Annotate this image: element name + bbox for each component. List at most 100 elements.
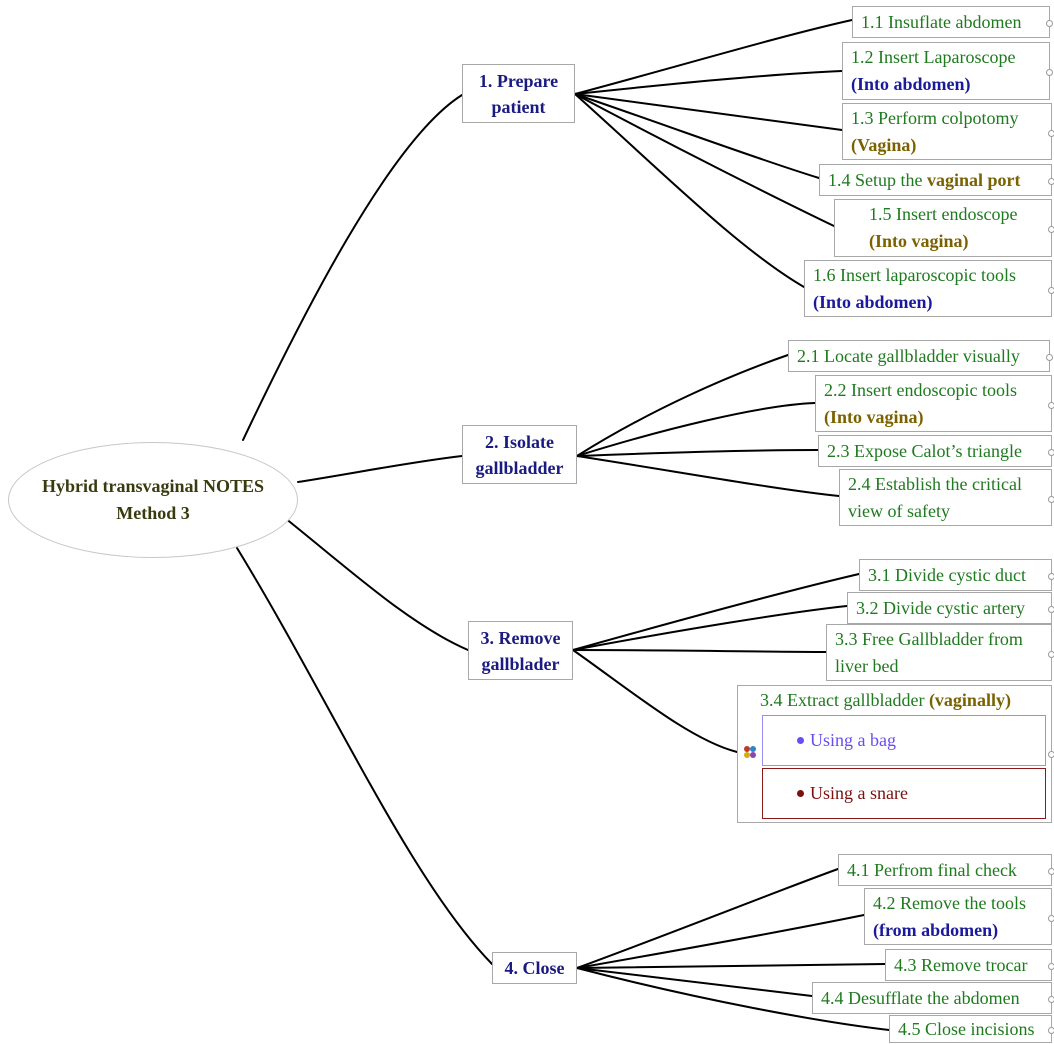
task-text: 3.4 Extract gallbladder xyxy=(760,690,929,710)
task-text-continued: view of safety xyxy=(848,501,950,521)
task-text: 3.3 Free Gallbladder from xyxy=(835,629,1023,649)
connector-b1-t16 xyxy=(574,93,805,288)
root-title-line2: Method 3 xyxy=(116,503,190,523)
collapse-handle-icon[interactable] xyxy=(1048,449,1054,456)
collapse-handle-icon[interactable] xyxy=(1048,573,1054,580)
connector-b2-t24 xyxy=(576,455,840,497)
task-1-2[interactable]: 1.2 Insert Laparoscope (Into abdomen) xyxy=(842,42,1053,100)
task-text: 2.3 Expose Calot’s triangle xyxy=(827,440,1022,461)
task-4-2[interactable]: 4.2 Remove the tools (from abdomen) xyxy=(864,888,1054,945)
collapse-handle-icon[interactable] xyxy=(1048,1027,1054,1034)
task-1-1[interactable]: 1.1 Insuflate abdomen xyxy=(852,6,1053,38)
task-location: (from abdomen) xyxy=(873,920,999,940)
task-3-2[interactable]: 3.2 Divide cystic artery xyxy=(847,592,1054,624)
collapse-handle-icon[interactable] xyxy=(1048,287,1054,294)
task-2-3[interactable]: 2.3 Expose Calot’s triangle xyxy=(818,435,1054,467)
connector-root-b2 xyxy=(297,455,463,483)
branch-label: 4. Close xyxy=(504,958,565,978)
branch-remove-gallbladder[interactable]: 3. Remove gallblader xyxy=(468,621,573,680)
task-text: 2.2 Insert endoscopic tools xyxy=(824,380,1017,400)
collapse-handle-icon[interactable] xyxy=(1048,868,1054,875)
branch-label-line2: gallbladder xyxy=(475,457,564,478)
task-text-continued: liver bed xyxy=(835,656,899,676)
bullet-icon xyxy=(797,737,804,744)
connector-b4-t41 xyxy=(576,868,839,969)
collapse-handle-icon[interactable] xyxy=(1048,130,1054,137)
task-2-1[interactable]: 2.1 Locate gallbladder visually xyxy=(788,340,1053,372)
branch-prepare-patient[interactable]: 1. Prepare patient xyxy=(462,64,575,123)
task-emphasis: vaginal port xyxy=(927,169,1021,190)
collapse-handle-icon[interactable] xyxy=(1048,651,1054,658)
connector-b2-t21 xyxy=(576,354,789,457)
task-3-1[interactable]: 3.1 Divide cystic duct xyxy=(859,559,1054,591)
task-text: 1.6 Insert laparoscopic tools xyxy=(813,265,1016,285)
task-text: 1.1 Insuflate abdomen xyxy=(861,11,1022,32)
connector-root-b4 xyxy=(236,547,493,965)
collapse-handle-icon[interactable] xyxy=(1046,69,1053,76)
option-text: Using a bag xyxy=(810,730,896,750)
task-4-3[interactable]: 4.3 Remove trocar xyxy=(885,949,1054,981)
branch-label-line1: 3. Remove xyxy=(480,627,561,648)
task-4-1[interactable]: 4.1 Perfrom final check xyxy=(838,854,1054,886)
task-text: 1.4 Setup the xyxy=(828,169,927,190)
task-emphasis: (vaginally) xyxy=(928,690,1011,710)
task-text: 4.5 Close incisions xyxy=(898,1018,1035,1039)
collapse-handle-icon[interactable] xyxy=(1048,915,1054,922)
connector-b1-t13 xyxy=(574,93,843,131)
collapse-handle-icon[interactable] xyxy=(1046,354,1053,361)
task-text: 1.3 Perform colpotomy xyxy=(851,108,1019,128)
task-location: (Into vagina) xyxy=(824,407,924,427)
task-location: (Into abdomen) xyxy=(813,292,933,312)
connector-b4-t43 xyxy=(576,963,886,969)
branch-label-line1: 1. Prepare xyxy=(478,70,559,91)
task-text: 2.1 Locate gallbladder visually xyxy=(797,345,1020,366)
task-1-6[interactable]: 1.6 Insert laparoscopic tools (Into abdo… xyxy=(804,260,1054,317)
task-1-5[interactable]: 1.5 Insert endoscope (Into vagina) xyxy=(834,199,1054,257)
root-node[interactable]: Hybrid transvaginal NOTES Method 3 xyxy=(8,442,298,558)
connector-b4-t42 xyxy=(576,914,865,969)
task-text: 1.2 Insert Laparoscope xyxy=(851,47,1016,67)
option-using-a-bag[interactable]: Using a bag xyxy=(762,715,1046,766)
task-text: 1.5 Insert endoscope xyxy=(869,204,1018,224)
collapse-handle-icon[interactable] xyxy=(1048,606,1054,613)
branch-label-line1: 2. Isolate xyxy=(485,431,554,452)
branch-close[interactable]: 4. Close xyxy=(492,952,577,984)
task-text: 3.1 Divide cystic duct xyxy=(868,564,1026,585)
connector-b1-t14 xyxy=(574,93,820,179)
collapse-handle-icon[interactable] xyxy=(1048,226,1054,233)
task-2-2[interactable]: 2.2 Insert endoscopic tools (Into vagina… xyxy=(815,375,1054,432)
connector-b3-t34 xyxy=(572,649,738,753)
task-4-4[interactable]: 4.4 Desufflate the abdomen xyxy=(812,982,1054,1014)
connector-b1-t15 xyxy=(574,93,835,227)
task-1-4[interactable]: 1.4 Setup the vaginal port xyxy=(819,164,1054,196)
collapse-handle-icon[interactable] xyxy=(1048,963,1054,970)
connector-b3-t33 xyxy=(572,649,827,653)
task-3-4[interactable]: 3.4 Extract gallbladder (vaginally) Usin… xyxy=(737,685,1054,823)
collapse-handle-icon[interactable] xyxy=(1048,996,1054,1003)
task-1-3[interactable]: 1.3 Perform colpotomy (Vagina) xyxy=(842,103,1054,160)
collapse-handle-icon[interactable] xyxy=(1048,402,1054,409)
root-title-line1: Hybrid transvaginal NOTES xyxy=(41,476,265,496)
collapse-handle-icon[interactable] xyxy=(1048,178,1054,185)
collapse-handle-icon[interactable] xyxy=(1046,20,1053,27)
task-text: 3.2 Divide cystic artery xyxy=(856,597,1025,618)
connector-b3-t31 xyxy=(572,573,860,651)
collapse-handle-icon[interactable] xyxy=(1048,751,1054,758)
connector-b4-t45 xyxy=(576,967,890,1031)
task-3-3[interactable]: 3.3 Free Gallbladder from liver bed xyxy=(826,624,1054,681)
task-heading: 3.4 Extract gallbladder (vaginally) xyxy=(760,687,1011,714)
task-text: 4.4 Desufflate the abdomen xyxy=(821,987,1020,1008)
connector-b1-t11 xyxy=(574,19,853,95)
task-4-5[interactable]: 4.5 Close incisions xyxy=(889,1015,1054,1043)
branch-label-line2: gallblader xyxy=(481,653,560,674)
connector-root-b3 xyxy=(284,517,469,651)
option-using-a-snare[interactable]: Using a snare xyxy=(762,768,1046,819)
connector-root-b1 xyxy=(242,94,463,441)
task-location: (Into vagina) xyxy=(869,231,969,251)
task-text: 4.3 Remove trocar xyxy=(894,954,1028,975)
branch-isolate-gallbladder[interactable]: 2. Isolate gallbladder xyxy=(462,425,577,484)
colored-dots-icon xyxy=(743,745,757,763)
collapse-handle-icon[interactable] xyxy=(1048,496,1054,503)
option-text: Using a snare xyxy=(810,783,908,803)
task-2-4[interactable]: 2.4 Establish the critical view of safet… xyxy=(839,469,1054,526)
